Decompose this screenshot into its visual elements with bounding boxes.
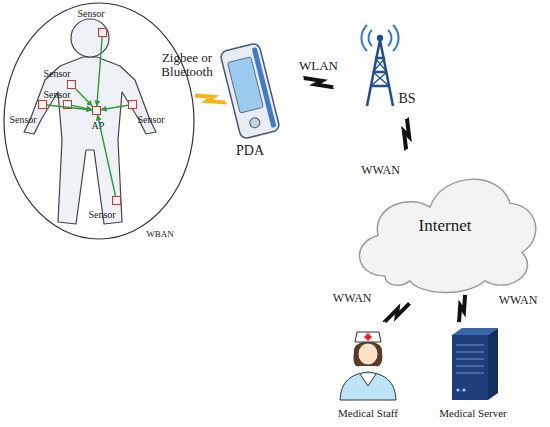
tower-icon — [361, 25, 398, 106]
node-label: Internet — [419, 217, 472, 236]
data-arrow — [76, 89, 92, 106]
node-label: Sensor — [88, 209, 115, 220]
wban-ellipse: WBANSensorSensorSensorSensorAPSensorSens… — [3, 2, 195, 240]
sensor-node: Sensor — [67, 80, 76, 89]
base-station: BS — [362, 40, 402, 110]
medical-server: Medical Server — [445, 322, 501, 400]
link-label: Zigbee or Bluetooth — [156, 51, 218, 80]
nurse-face — [358, 343, 378, 365]
nurse-collar — [360, 374, 376, 386]
nurse-cap — [355, 332, 381, 342]
tower-braces — [371, 58, 389, 86]
node-label: BS — [398, 91, 415, 106]
sensor-node: Sensor — [128, 100, 137, 109]
human-figure — [24, 19, 156, 224]
tower-tip — [377, 35, 383, 41]
sensor-node: Sensor — [63, 100, 72, 109]
human-head — [71, 19, 109, 57]
wireless-link — [397, 110, 417, 158]
data-arrow — [72, 105, 92, 109]
ellipse-outline — [4, 3, 194, 239]
wireless-link — [459, 295, 465, 322]
data-arrow — [47, 105, 92, 110]
cap-cross — [365, 336, 372, 339]
node-label: Sensor — [137, 114, 164, 125]
node-label: Medical Staff — [338, 407, 398, 419]
nurse-body — [340, 372, 396, 400]
link-label: WWAN — [361, 164, 400, 177]
data-arrow — [97, 37, 102, 106]
node-label: Sensor — [43, 68, 70, 79]
data-arrow — [101, 105, 128, 110]
server-icon — [452, 328, 498, 400]
medical-staff: Medical Staff — [335, 330, 401, 400]
nurse-hair — [353, 342, 382, 367]
server-slots — [456, 345, 484, 373]
pda-body — [220, 42, 281, 139]
node-label: AP — [92, 120, 105, 131]
server-light — [462, 388, 465, 391]
data-arrow — [98, 115, 116, 196]
pda-device — [220, 42, 281, 139]
nurse-icon — [340, 332, 396, 400]
sensor-node: Sensor — [38, 100, 47, 109]
human-body — [24, 57, 156, 224]
node-label: PDA — [236, 143, 264, 158]
link-label: WWAN — [499, 294, 538, 307]
sensor-node: Sensor — [112, 196, 121, 205]
node-label: Medical Server — [439, 407, 507, 419]
internet-cloud: Internet — [350, 158, 540, 295]
server-front — [452, 335, 488, 400]
link-label: WLAN — [299, 59, 338, 73]
node-label: Sensor — [43, 89, 70, 100]
pda-screen — [227, 57, 263, 113]
pda-button — [249, 117, 261, 129]
wireless-link — [275, 77, 362, 88]
wireless-link — [195, 95, 225, 102]
pda-node: PDA — [225, 45, 275, 137]
node-label: Sensor — [77, 8, 104, 19]
wireless-link — [385, 295, 410, 330]
cloud-outline — [360, 179, 536, 292]
server-side — [488, 328, 498, 400]
node-label: WBAN — [146, 230, 174, 240]
node-label: Sensor — [9, 114, 36, 125]
access-point: AP — [92, 106, 101, 115]
link-label: WWAN — [333, 292, 372, 305]
tower-frame — [367, 40, 393, 106]
server-light — [456, 388, 459, 391]
sensor-node: Sensor — [98, 28, 107, 37]
signal-waves — [361, 25, 398, 51]
